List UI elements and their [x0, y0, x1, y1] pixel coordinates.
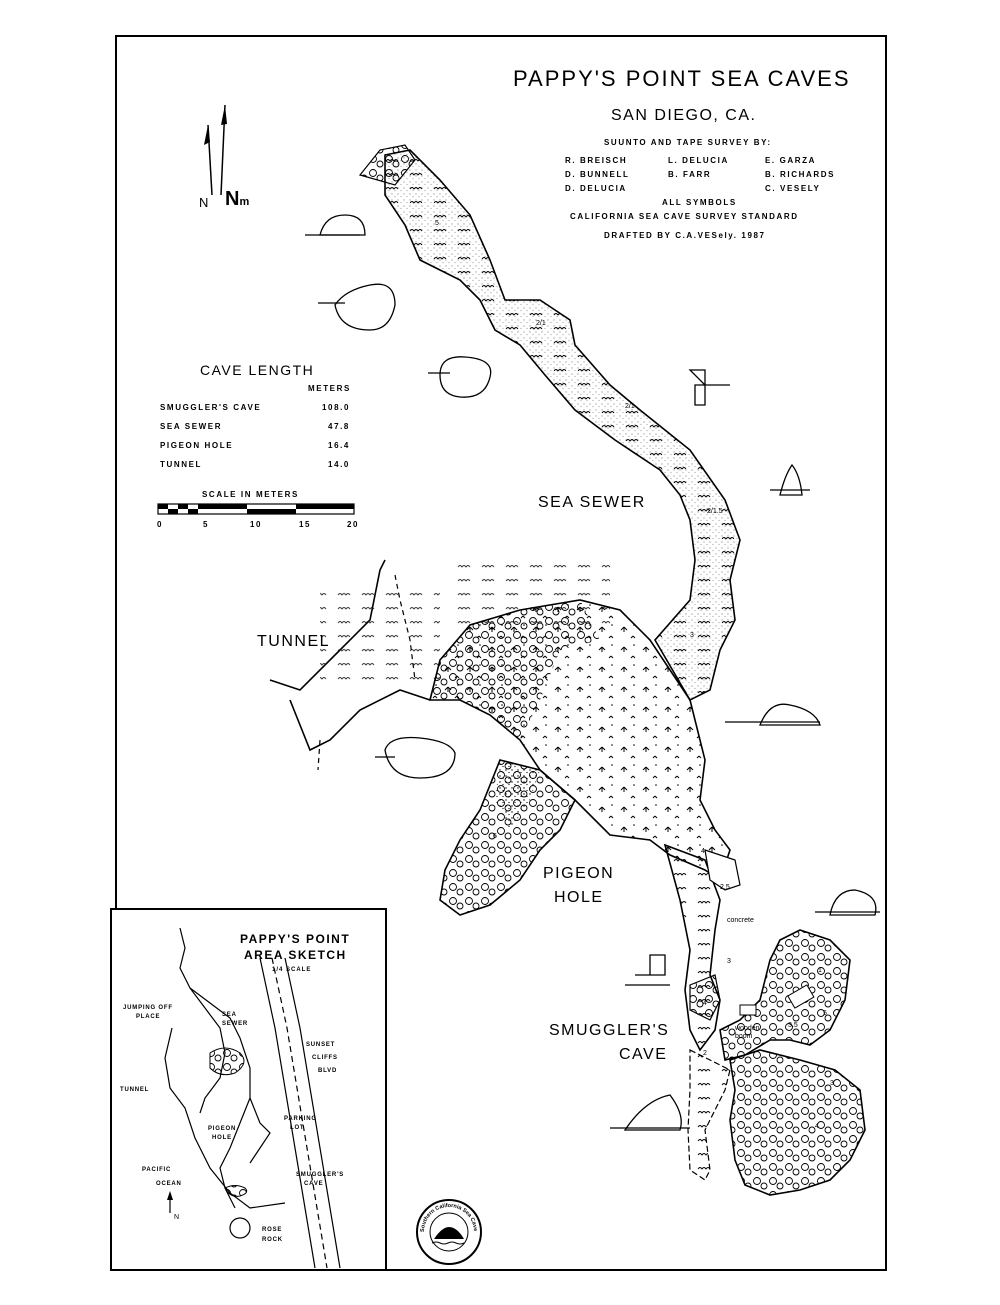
- inset-label: CAVE: [304, 1181, 324, 1187]
- scale-tick: 20: [347, 520, 360, 529]
- cave-length-row: PIGEON HOLE 16.4: [160, 441, 350, 460]
- scale-title: SCALE IN METERS: [202, 490, 299, 499]
- cave-length-title: CAVE LENGTH: [200, 362, 315, 378]
- surveyor: L. DELUCIA: [668, 156, 729, 165]
- surveyor: B. FARR: [668, 170, 712, 179]
- pigeon-hole-label: HOLE: [554, 889, 604, 906]
- area-sketch-drawing: [164, 927, 341, 1269]
- depth-mark: 1: [818, 967, 822, 974]
- cave-length-value: 14.0: [328, 460, 350, 469]
- scale-tick: 0: [157, 520, 164, 529]
- depth-mark: 5: [435, 220, 439, 227]
- surveyor: E. GARZA: [765, 156, 817, 165]
- north-arrow-icon: [204, 104, 227, 196]
- concrete-note: concrete: [727, 917, 754, 924]
- inset-label: SEA: [222, 1012, 237, 1018]
- survey-heading: SUUNTO AND TAPE SURVEY BY:: [604, 138, 772, 147]
- cave-length-table: SMUGGLER'S CAVE 108.0 SEA SEWER 47.8 PIGEO…: [160, 403, 350, 479]
- map-location: SAN DIEGO, CA.: [611, 107, 757, 124]
- scale-tick: 5: [203, 520, 210, 529]
- cave-length-row: SEA SEWER 47.8: [160, 422, 350, 441]
- inset-label: PACIFIC: [142, 1167, 172, 1173]
- inset-scale: 1/4 SCALE: [272, 967, 312, 973]
- depth-mark: 2/1: [536, 320, 546, 327]
- inset-label: PIGEON: [208, 1126, 237, 1132]
- cave-length-value: 47.8: [328, 422, 350, 431]
- map-title: PAPPY'S POINT SEA CAVES: [513, 66, 851, 91]
- survey-seal-icon: Southern California Sea Cave Survey: [414, 1197, 482, 1265]
- surveyor: R. BREISCH: [565, 156, 628, 165]
- cave-name: PIGEON HOLE: [160, 441, 234, 450]
- inset-label: PARKING: [284, 1116, 317, 1122]
- inset-label: LOT: [290, 1125, 305, 1131]
- smugglers-cave-label: SMUGGLER'S: [549, 1022, 670, 1039]
- inset-label: BLVD: [318, 1068, 338, 1074]
- true-north-label: N: [199, 195, 209, 210]
- inset-label: ROSE: [262, 1227, 283, 1233]
- inset-label: CLIFFS: [312, 1055, 338, 1061]
- scale-tick: 10: [250, 520, 263, 529]
- sea-sewer-label: SEA SEWER: [538, 494, 646, 511]
- pigeon-hole-label: PIGEON: [543, 865, 615, 882]
- tunnel-label: TUNNEL: [257, 633, 331, 650]
- inset-title: AREA SKETCH: [244, 948, 347, 962]
- inset-label: PLACE: [136, 1014, 161, 1020]
- wooden-boom-note: wooden boom: [735, 1025, 760, 1040]
- inset-label: OCEAN: [156, 1181, 182, 1187]
- inset-north-label: N: [174, 1214, 180, 1221]
- depth-mark: 3: [830, 1080, 834, 1087]
- surveyor: D. BUNNELL: [565, 170, 630, 179]
- depth-mark: 2: [703, 1050, 707, 1057]
- depth-mark: 5: [823, 1010, 827, 1017]
- cave-name: SEA SEWER: [160, 422, 223, 431]
- cave-length-value: 16.4: [328, 441, 350, 450]
- depth-mark: 2/1: [625, 403, 635, 410]
- area-sketch-inset: [110, 908, 387, 1271]
- inset-title: PAPPY'S POINT: [240, 932, 351, 946]
- cave-length-value: 108.0: [321, 403, 350, 412]
- surveyor: B. RICHARDS: [765, 170, 836, 179]
- drafted-by: DRAFTED BY C.A.VESely. 1987: [604, 231, 766, 240]
- depth-mark: 2/1.5: [707, 508, 723, 515]
- surveyor: D. DELUCIA: [565, 184, 627, 193]
- inset-label: HOLE: [212, 1135, 232, 1141]
- cave-length-row: SMUGGLER'S CAVE 108.0: [160, 403, 350, 422]
- symbols-note: ALL SYMBOLS: [662, 198, 737, 207]
- cave-name: TUNNEL: [160, 460, 203, 469]
- inset-label: ROCK: [262, 1237, 283, 1243]
- inset-label: SMUGGLER'S: [296, 1172, 345, 1178]
- depth-mark: 2.5: [720, 884, 730, 891]
- depth-mark: 3: [727, 958, 731, 965]
- smugglers-cave-label: CAVE: [619, 1046, 668, 1063]
- cave-length-row: TUNNEL 14.0: [160, 460, 350, 479]
- depth-mark: 6: [493, 833, 497, 840]
- inset-label: SUNSET: [306, 1042, 336, 1048]
- cave-name: SMUGGLER'S CAVE: [160, 403, 262, 412]
- depth-mark: 3.5: [788, 1022, 798, 1029]
- depth-mark: 3: [690, 632, 694, 639]
- magnetic-north-label: Nm: [225, 188, 250, 210]
- inset-label: SEWER: [222, 1021, 249, 1027]
- surveyor: C. VESELY: [765, 184, 821, 193]
- symbols-standard: CALIFORNIA SEA CAVE SURVEY STANDARD: [570, 212, 799, 221]
- map-frame: [115, 35, 887, 1271]
- inset-label: TUNNEL: [120, 1087, 150, 1093]
- depth-mark: 4: [815, 1123, 819, 1130]
- depth-mark: 4: [701, 848, 705, 855]
- depth-mark: 4: [703, 1000, 707, 1007]
- scale-tick: 15: [299, 520, 312, 529]
- inset-label: JUMPING OFF: [123, 1005, 173, 1011]
- cave-length-units: METERS: [308, 384, 351, 393]
- scale-bar: [157, 503, 355, 515]
